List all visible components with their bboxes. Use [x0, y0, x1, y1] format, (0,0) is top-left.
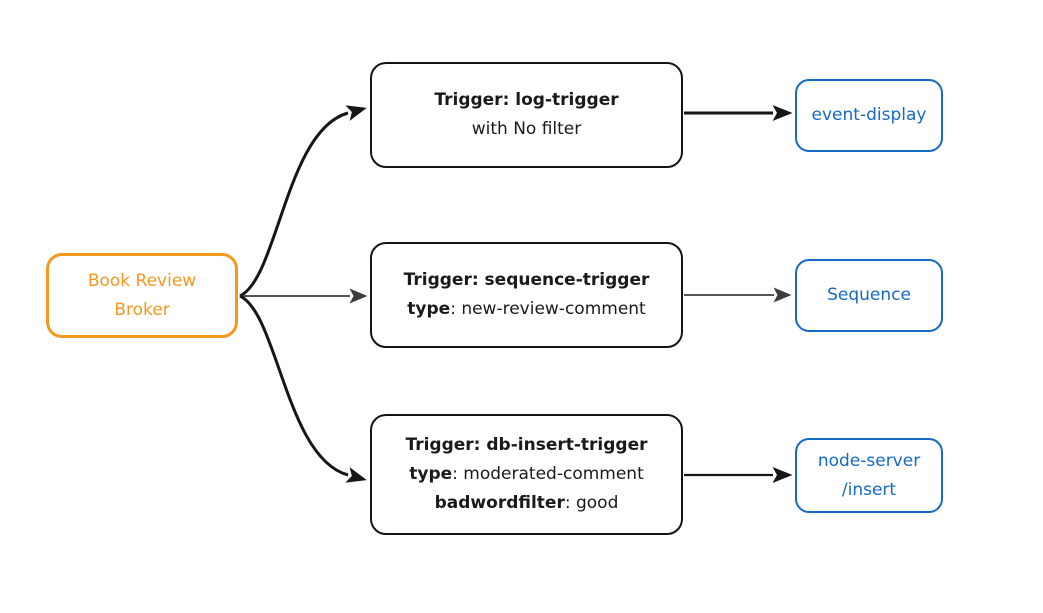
trigger-title: Trigger: db-insert-trigger	[405, 435, 648, 455]
sink-label-line2: /insert	[841, 479, 897, 500]
trigger-node-db-insert: Trigger: db-insert-trigger type: moderat…	[370, 414, 683, 535]
trigger-title: Trigger: log-trigger	[434, 90, 619, 110]
broker-node: Book Review Broker	[46, 253, 238, 338]
sink-node-node-server: node-server /insert	[795, 438, 943, 513]
sink-label-line1: node-server	[817, 450, 921, 471]
sink-label: event-display	[811, 105, 927, 125]
trigger-filter: with No filter	[471, 119, 582, 139]
trigger-title: Trigger: sequence-trigger	[403, 270, 650, 290]
trigger-filter: type: new-review-comment	[407, 299, 646, 319]
trigger-filter: type: moderated-comment	[409, 464, 644, 484]
trigger-node-log: Trigger: log-trigger with No filter	[370, 62, 683, 168]
edge-broker-to-db-insert-trigger	[239, 294, 367, 483]
trigger-node-sequence: Trigger: sequence-trigger type: new-revi…	[370, 242, 683, 348]
trigger-filter: badwordfilter: good	[434, 493, 619, 513]
sink-node-sequence: Sequence	[795, 259, 943, 332]
broker-label: Book Review Broker	[87, 270, 197, 320]
edge-broker-to-log-trigger	[239, 105, 367, 298]
sink-node-event-display: event-display	[795, 79, 943, 152]
sink-label: Sequence	[827, 285, 911, 305]
